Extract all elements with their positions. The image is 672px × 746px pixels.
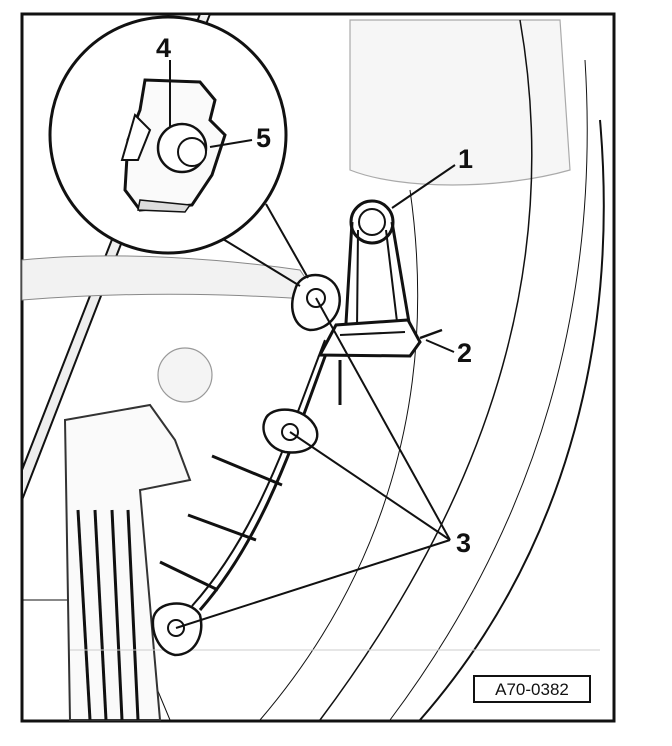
clip-lower bbox=[151, 602, 203, 657]
callout-5: 5 bbox=[256, 123, 271, 153]
clip-upper bbox=[291, 273, 341, 332]
reference-box bbox=[473, 675, 591, 703]
callout-3: 3 bbox=[456, 528, 471, 558]
trim-rib bbox=[159, 329, 342, 611]
callout-4: 4 bbox=[156, 33, 171, 63]
trim-strip bbox=[63, 403, 600, 721]
belt-guide bbox=[343, 199, 414, 341]
leader-lines bbox=[169, 60, 456, 629]
callout-1: 1 bbox=[458, 144, 473, 174]
detail-magnifier bbox=[48, 15, 309, 287]
reference-code: A70-0382 bbox=[495, 680, 569, 699]
callout-2: 2 bbox=[457, 338, 472, 368]
